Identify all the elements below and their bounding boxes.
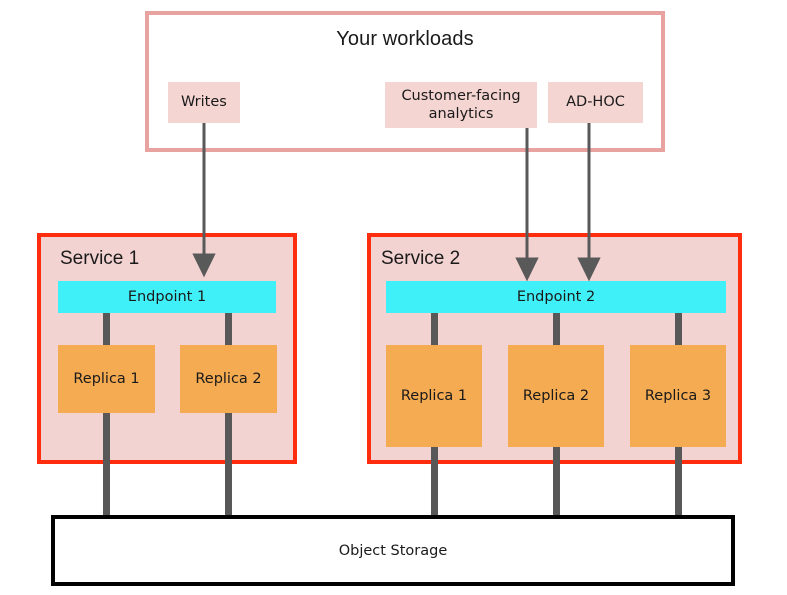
link-service2-replica2-storage (553, 447, 560, 517)
workload-chip-writes[interactable]: Writes (168, 82, 240, 123)
service-2-replica-1[interactable]: Replica 1 (386, 345, 482, 447)
workloads-title: Your workloads (336, 28, 474, 50)
service-2-replica-3[interactable]: Replica 3 (630, 345, 726, 447)
link-service1-replica2-storage (225, 413, 232, 517)
link-endpoint1-replica1 (103, 313, 110, 346)
link-service2-replica3-storage (675, 447, 682, 517)
link-endpoint1-replica2 (225, 313, 232, 346)
link-service2-replica1-storage (431, 447, 438, 517)
workload-chip-customer-facing-analytics[interactable]: Customer-facing analytics (385, 82, 537, 128)
link-endpoint2-replica2 (553, 313, 560, 346)
workloads-container (145, 11, 665, 152)
object-storage-box: Object Storage (51, 515, 735, 586)
workload-chip-ad-hoc[interactable]: AD-HOC (548, 82, 643, 123)
service-label-2: Service 2 (381, 248, 461, 269)
link-endpoint2-replica3 (675, 313, 682, 346)
link-endpoint2-replica1 (431, 313, 438, 346)
endpoint-1[interactable]: Endpoint 1 (58, 281, 276, 313)
link-service1-replica1-storage (103, 413, 110, 517)
service-1-replica-2[interactable]: Replica 2 (180, 345, 277, 413)
service-1-replica-1[interactable]: Replica 1 (58, 345, 155, 413)
service-label-1: Service 1 (60, 248, 140, 269)
endpoint-2[interactable]: Endpoint 2 (386, 281, 726, 313)
service-2-replica-2[interactable]: Replica 2 (508, 345, 604, 447)
